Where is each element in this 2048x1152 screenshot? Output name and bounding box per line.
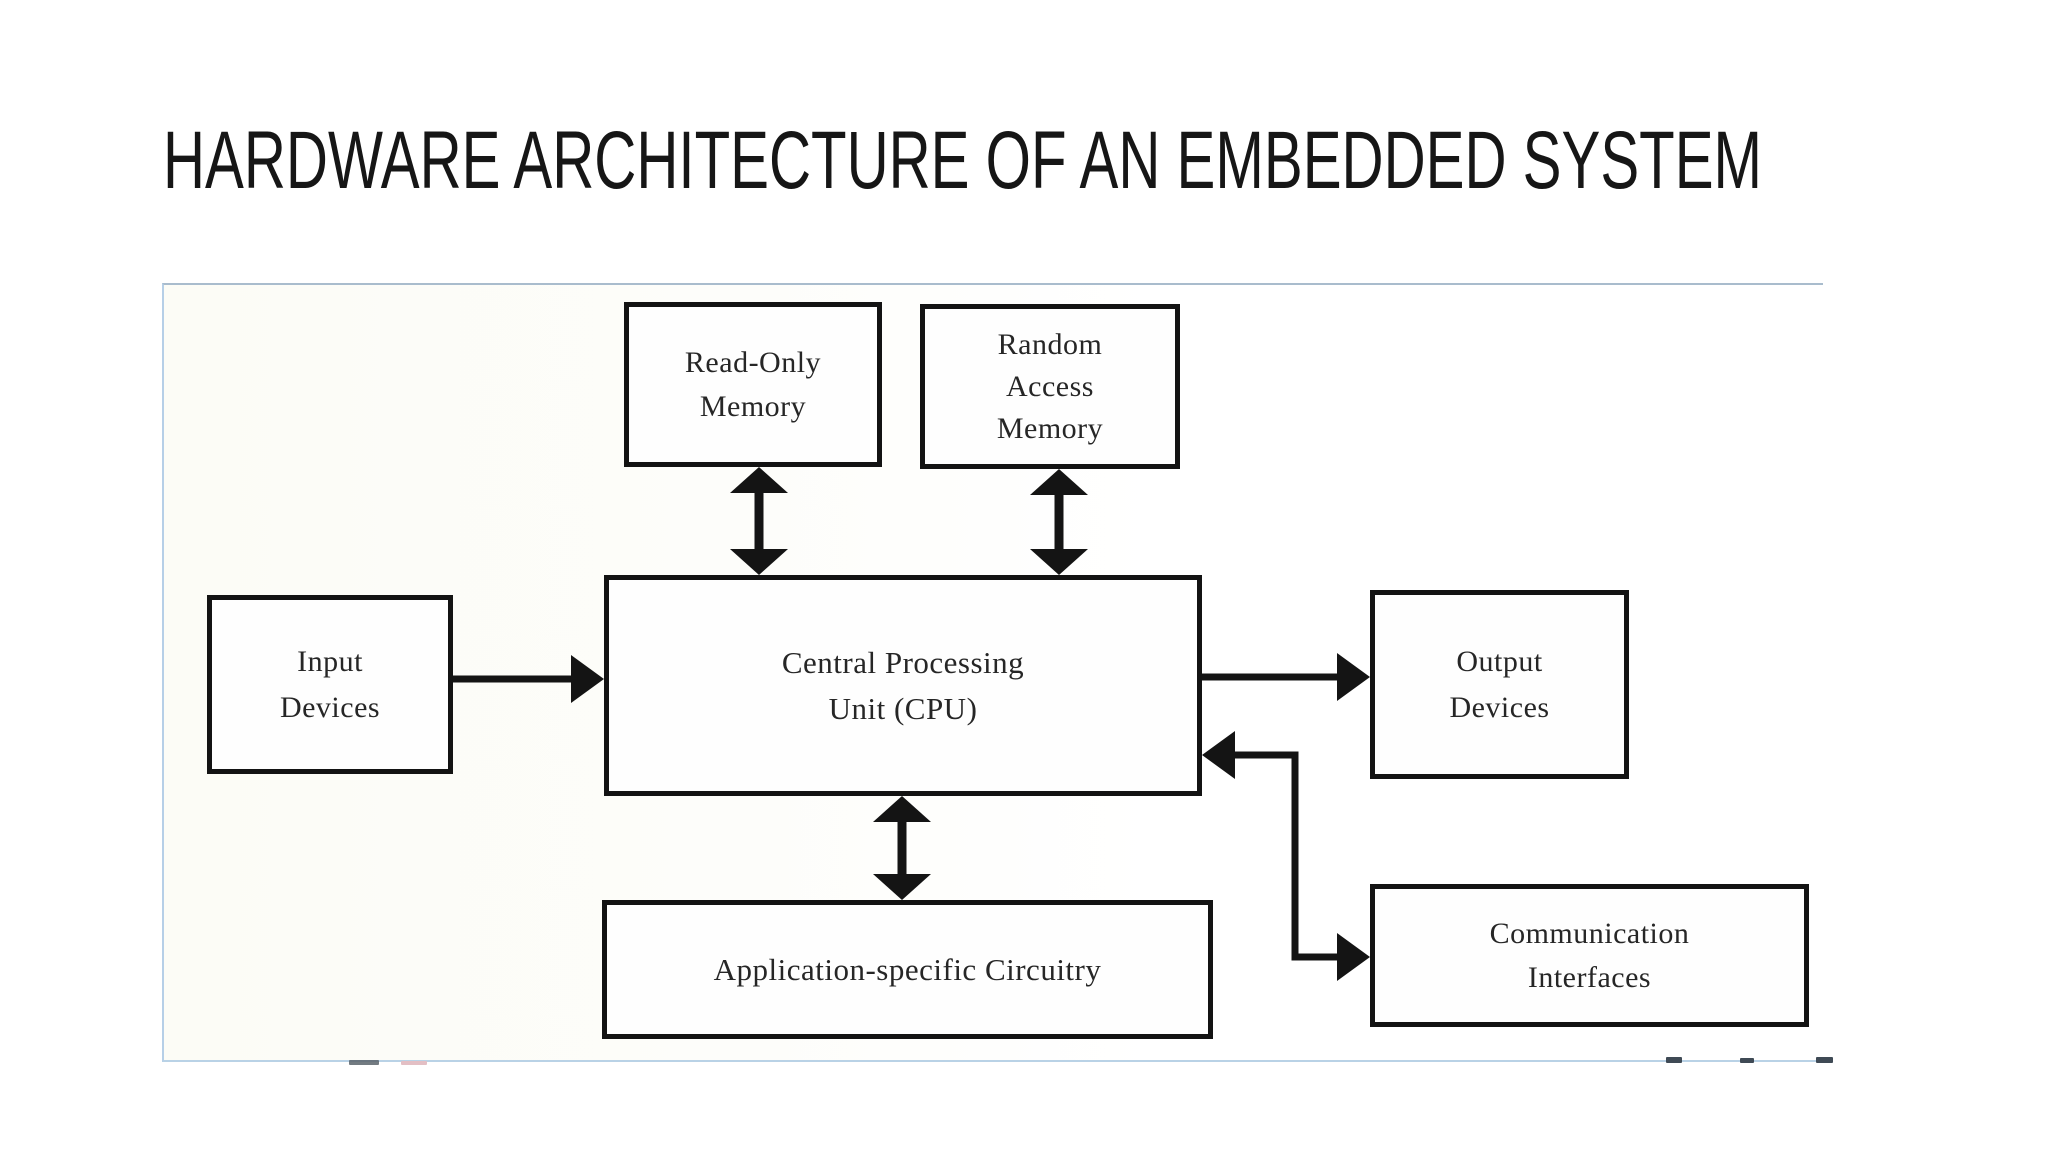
block-communication-interfaces: Communication Interfaces — [1370, 884, 1809, 1027]
block-label: Application-specific Circuitry — [713, 951, 1102, 987]
block-label: Random Access Memory — [996, 327, 1104, 445]
block-label: Communication Interfaces — [1489, 916, 1690, 994]
block-random-access-memory: Random Access Memory — [920, 304, 1180, 469]
arrow-cpu-comm-elbow-icon — [1202, 731, 1370, 981]
scan-artifact — [349, 1060, 379, 1065]
scan-artifact — [401, 1061, 427, 1065]
block-label: Read-Only Memory — [684, 345, 822, 423]
arrow-cpu-to-output-icon — [1202, 653, 1370, 701]
arrow-rom-cpu-bidirectional-icon — [730, 467, 788, 575]
scan-artifact — [1816, 1057, 1833, 1063]
arrow-cpu-asic-bidirectional-icon — [873, 796, 931, 900]
block-label: Output Devices — [1449, 644, 1550, 724]
block-output-devices: Output Devices — [1370, 590, 1629, 779]
block-read-only-memory: Read-Only Memory — [624, 302, 882, 467]
scan-artifact — [1666, 1057, 1682, 1063]
block-input-devices: Input Devices — [207, 595, 453, 774]
architecture-diagram: Read-Only Memory Random Access Memory In… — [162, 283, 1833, 1065]
arrow-input-to-cpu-icon — [453, 655, 604, 703]
block-label: Input Devices — [279, 644, 381, 724]
block-label: Central Processing Unit (CPU) — [781, 644, 1025, 726]
block-central-processing-unit: Central Processing Unit (CPU) — [604, 575, 1202, 796]
block-application-specific-circuitry: Application-specific Circuitry — [602, 900, 1213, 1039]
arrow-ram-cpu-bidirectional-icon — [1030, 469, 1088, 575]
slide-title: HARDWARE ARCHITECTURE OF AN EMBEDDED SYS… — [163, 115, 1763, 206]
scan-artifact — [1740, 1058, 1754, 1063]
